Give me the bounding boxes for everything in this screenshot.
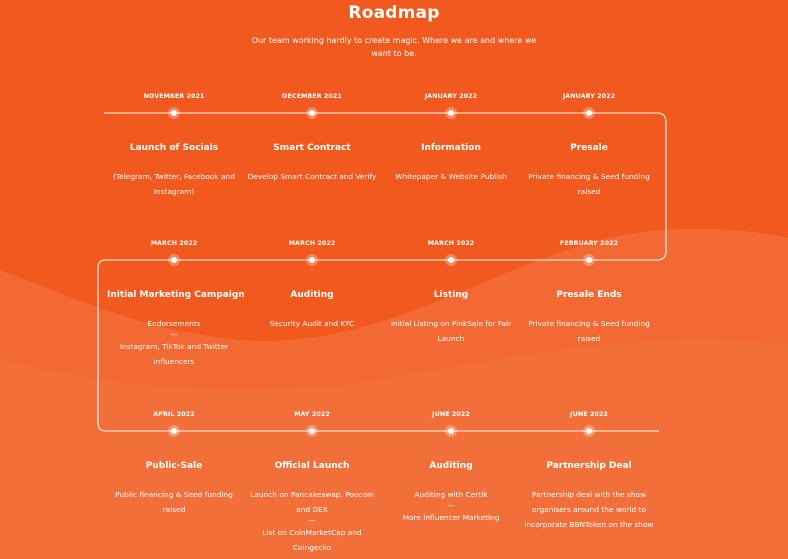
milestone-date: JUNE 2022 (432, 411, 470, 418)
milestone-description: Security Audit and KYC (245, 316, 379, 331)
milestone-description-line: Instagram, TikTok and Twitter influencer… (119, 342, 229, 366)
milestone-description: Initial Listing on PinkSale for Fair Lau… (384, 316, 518, 346)
milestone-description-line: Public financing & Seed funding raised (115, 490, 233, 514)
milestone-description-line: Launch on Pancakeswap, Poocoin and DEX (250, 490, 374, 514)
milestone-dot (171, 428, 177, 434)
milestone-description: Partnership deal with the show organiser… (522, 487, 656, 532)
milestone-title: Presale (570, 143, 608, 153)
page-subtitle: Our team working hardly to create magic.… (251, 36, 537, 58)
milestone-title: Information (421, 143, 481, 153)
milestone-description-line: Develop Smart Contract and Verify (247, 172, 377, 181)
milestone-dot (309, 428, 315, 434)
milestone-dot (448, 428, 454, 434)
milestone-description-line: Auditing with Certik (414, 490, 488, 499)
milestone-description-line: (Telegram, Twitter, Facebook and Instagr… (113, 172, 235, 196)
milestone-description: Private financing & Seed funding raised (522, 169, 656, 199)
milestone-dot (448, 110, 454, 116)
milestone-description-line: Private financing & Seed funding raised (528, 172, 650, 196)
milestone-title: Presale Ends (556, 290, 622, 300)
milestone-description-line: More influencer Marketing (402, 513, 500, 522)
milestone-dot (586, 257, 592, 263)
milestone-dot (309, 110, 315, 116)
milestone-title: Auditing (290, 290, 334, 300)
separator-dash: — (308, 516, 316, 525)
milestone-date: MARCH 2022 (427, 240, 475, 247)
milestone-title: Official Launch (274, 461, 350, 471)
milestone-description-line: Initial Listing on PinkSale for Fair Lau… (390, 319, 512, 343)
milestone-title: Public-Sale (145, 461, 203, 471)
milestone-date: MARCH 2022 (150, 240, 198, 247)
milestone-date: MARCH 2022 (288, 240, 336, 247)
milestone-description: Auditing with Certik — More influencer Mar… (384, 487, 518, 525)
milestone-description: (Telegram, Twitter, Facebook and Instagr… (107, 169, 241, 199)
milestone-dot (171, 257, 177, 263)
milestone-dot (586, 428, 592, 434)
milestone-description-line: Private financing & Seed funding raised (528, 319, 650, 343)
milestone-dot (171, 110, 177, 116)
milestone-title: Auditing (429, 461, 473, 471)
milestone-date: FEBRUARY 2022 (559, 240, 619, 247)
milestone-date: MAY 2022 (294, 411, 330, 418)
milestone-date: JUNE 2022 (570, 411, 608, 418)
milestone-card: Launch of Socials (Telegram, Twitter, Fac… (107, 142, 241, 199)
milestone-title: Initial Marketing Campaign (107, 290, 245, 300)
milestone-description-line: Whitepaper & Website Publish (395, 172, 507, 181)
milestone-description: Private financing & Seed funding raised (522, 316, 656, 346)
milestone-dot (309, 257, 315, 263)
milestone-description: Launch on Pancakeswap, Poocoin and DEX — L… (245, 487, 379, 555)
milestone-description: Develop Smart Contract and Verify (245, 169, 379, 184)
milestone-date: APRIL 2022 (153, 411, 195, 418)
page-title: Roadmap (348, 3, 440, 23)
milestone-description-line: Partnership deal with the show organiser… (524, 490, 654, 529)
milestone-title: Launch of Socials (129, 143, 219, 153)
milestone-date: JANUARY 2022 (424, 93, 478, 100)
milestone-description-line: List on CoinMarketCap and Coingecko (262, 528, 362, 552)
milestone-title: Listing (433, 290, 469, 300)
milestone-date: JANUARY 2022 (562, 93, 616, 100)
milestone-title: Smart Contract (273, 143, 351, 153)
milestone-dot (586, 110, 592, 116)
separator-dash: — (447, 501, 455, 510)
milestone-description: Endorsements — Instagram, TikTok and Twitt… (107, 316, 241, 369)
milestone-date: NOVEMBER 2021 (143, 93, 205, 100)
milestone-description-line: Endorsements (147, 319, 201, 328)
milestone-title: Partnership Deal (546, 461, 632, 471)
separator-dash: — (170, 330, 178, 339)
milestone-dot (448, 257, 454, 263)
milestone-description: Public financing & Seed funding raised (107, 487, 241, 517)
milestone-description-line: Security Audit and KYC (269, 319, 355, 328)
milestone-description: Whitepaper & Website Publish (384, 169, 518, 184)
milestone-date: DECEMBER 2021 (282, 93, 342, 100)
